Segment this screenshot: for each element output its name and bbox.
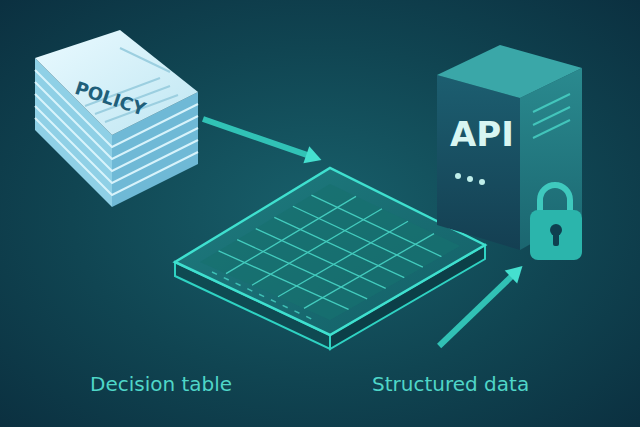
flow-arrow bbox=[203, 119, 321, 163]
table-label: Decision table bbox=[90, 372, 232, 396]
flow-arrow bbox=[439, 266, 522, 346]
flow-label: Structured data bbox=[372, 372, 529, 396]
document-title: POLICY bbox=[73, 77, 149, 120]
padlock-icon bbox=[530, 185, 582, 260]
server-label: API bbox=[450, 114, 514, 154]
document-stack bbox=[35, 30, 198, 207]
policy-document: POLICY bbox=[35, 25, 203, 213]
decision-table: Decision table bbox=[172, 160, 490, 346]
api-server-box: API bbox=[432, 38, 588, 266]
